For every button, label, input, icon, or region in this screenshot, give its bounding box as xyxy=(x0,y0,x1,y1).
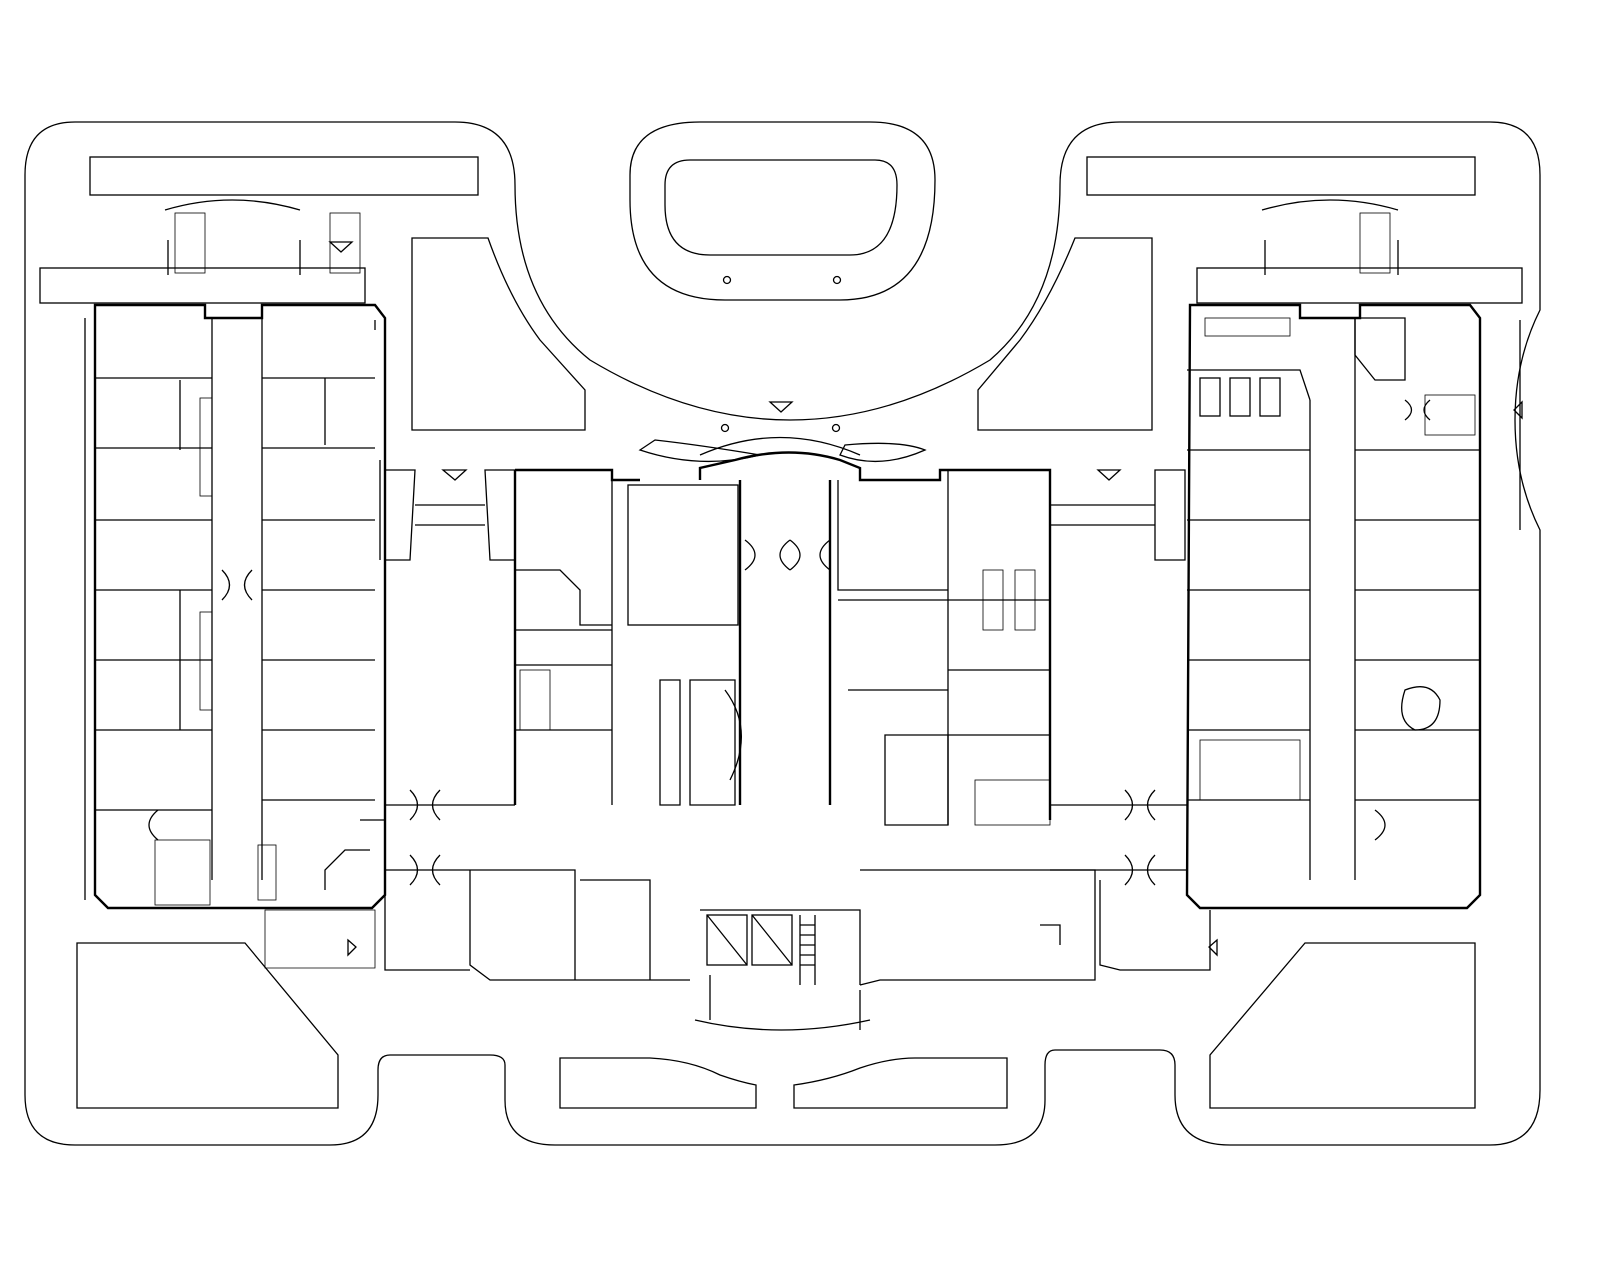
doors xyxy=(148,399,1431,886)
dropoff-island xyxy=(664,159,898,256)
entry-markers xyxy=(328,241,1523,957)
connector-bridges xyxy=(384,469,1187,871)
right-wing xyxy=(1185,199,1523,910)
center-block xyxy=(360,436,1211,1031)
left-wing xyxy=(39,199,387,969)
site-boundary xyxy=(24,121,1541,1146)
dropoff-loop xyxy=(629,121,936,301)
parking-areas xyxy=(76,156,1476,1109)
